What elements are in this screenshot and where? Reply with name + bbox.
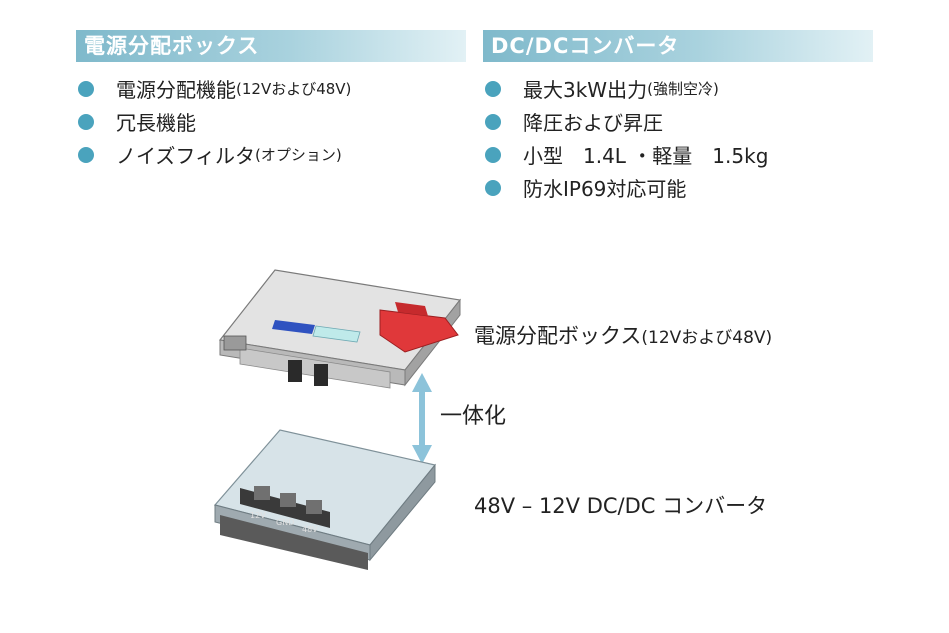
bullet-dot-icon — [485, 113, 501, 130]
bullet-dot-icon — [78, 113, 94, 130]
feature-item: 小型 1.4L ・軽量 1.5kg — [483, 138, 873, 171]
label-text: 電源分配ボックス — [474, 324, 642, 348]
feature-text: 降圧および昇圧 — [523, 111, 663, 135]
feature-item: 最大3kW出力(強制空冷) — [483, 72, 873, 105]
power-distribution-section: 電源分配ボックス 電源分配機能(12Vおよび48V) 冗長機能 ノイズフィルタ(… — [76, 30, 466, 171]
feature-note: (強制空冷) — [647, 80, 719, 98]
feature-item: 冗長機能 — [76, 105, 466, 138]
power-distribution-box-label: 電源分配ボックス(12Vおよび48V) — [474, 320, 772, 350]
label-note: (12Vおよび48V) — [641, 328, 773, 348]
feature-text: 最大3kW出力 — [523, 78, 648, 102]
bullet-dot-icon — [78, 146, 94, 163]
feature-text: 防水IP69対応可能 — [523, 177, 687, 201]
bullet-dot-icon — [78, 80, 94, 97]
feature-item: 降圧および昇圧 — [483, 105, 873, 138]
bullet-dot-icon — [485, 179, 501, 196]
dcdc-converter-section: DC/DCコンバータ 最大3kW出力(強制空冷) 降圧および昇圧 小型 1.4L… — [483, 30, 873, 204]
feature-note: (オプション) — [255, 146, 342, 164]
feature-item: 防水IP69対応可能 — [483, 171, 873, 204]
integration-arrow-icon — [412, 373, 432, 464]
terminal-label: 12V — [250, 511, 266, 520]
feature-item: ノイズフィルタ(オプション) — [76, 138, 466, 171]
bullet-dot-icon — [485, 80, 501, 97]
feature-note: (12Vおよび48V) — [236, 80, 352, 98]
product-illustration: 12V GND 48V — [213, 269, 462, 570]
feature-text: 電源分配機能 — [116, 78, 236, 102]
dcdc-converter-illustration: 12V GND 48V — [213, 429, 437, 570]
power-distribution-box-illustration — [218, 269, 462, 389]
feature-text: 小型 1.4L ・軽量 1.5kg — [523, 144, 769, 168]
dcdc-converter-features: 最大3kW出力(強制空冷) 降圧および昇圧 小型 1.4L ・軽量 1.5kg … — [483, 72, 873, 204]
dcdc-converter-heading: DC/DCコンバータ — [483, 30, 873, 62]
feature-item: 電源分配機能(12Vおよび48V) — [76, 72, 466, 105]
integration-label: 一体化 — [440, 404, 507, 429]
dcdc-converter-label: 48V – 12V DC/DC コンバータ — [474, 494, 768, 518]
power-distribution-heading: 電源分配ボックス — [76, 30, 466, 62]
bullet-dot-icon — [485, 146, 501, 163]
power-distribution-features: 電源分配機能(12Vおよび48V) 冗長機能 ノイズフィルタ(オプション) — [76, 72, 466, 171]
feature-text: ノイズフィルタ — [116, 144, 255, 168]
terminal-label: GND — [276, 518, 294, 527]
feature-text: 冗長機能 — [116, 111, 196, 135]
terminal-label: 48V — [302, 525, 318, 534]
